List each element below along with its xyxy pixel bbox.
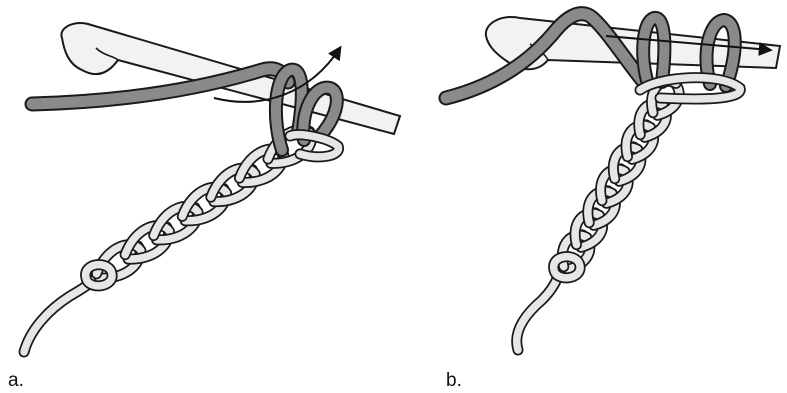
foundation-chain-b — [554, 81, 679, 278]
panel-label-b: b. — [446, 371, 462, 390]
panel-a-illustration — [24, 23, 400, 352]
yarn-tail-a — [24, 278, 96, 352]
panel-label-a: a. — [8, 371, 24, 390]
yarn-tail-b — [517, 276, 558, 350]
panel-b-illustration — [446, 14, 780, 350]
